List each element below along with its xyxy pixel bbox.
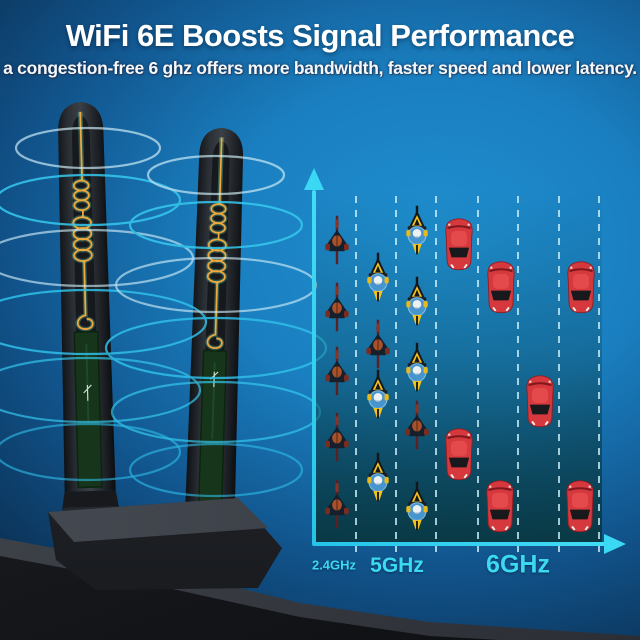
scooter-icon: [364, 368, 392, 425]
band-label-5ghz: 5GHz: [370, 554, 424, 577]
bike-icon: [323, 478, 351, 535]
lane-divider: [435, 196, 437, 552]
scooter-icon: [403, 480, 431, 537]
car-icon: [485, 479, 515, 540]
car-icon: [565, 479, 595, 540]
page-subtitle: a congestion-free 6 ghz offers more band…: [3, 58, 637, 78]
bike-icon: [323, 411, 351, 468]
axis-arrow-right-icon: [604, 534, 626, 554]
scooter-icon: [403, 204, 431, 261]
horizontal-axis: [312, 542, 606, 546]
scooter-icon: [364, 251, 392, 308]
lane-divider: [598, 196, 600, 552]
bike-icon: [364, 318, 392, 375]
lane-divider: [517, 196, 519, 552]
bike-icon: [323, 214, 351, 271]
scooter-icon: [403, 341, 431, 398]
scooter-icon: [364, 451, 392, 508]
bike-icon: [323, 345, 351, 402]
car-icon: [525, 374, 555, 435]
axis-arrow-up-icon: [304, 168, 324, 190]
car-icon: [444, 427, 474, 488]
band-label-2.4ghz: 2.4GHz: [311, 557, 357, 573]
bike-icon: [403, 399, 431, 456]
bike-icon: [323, 281, 351, 338]
vertical-axis: [312, 190, 316, 545]
band-label-6ghz: 6GHz: [486, 550, 550, 579]
car-icon: [566, 260, 596, 321]
lane-divider: [355, 196, 357, 552]
lane-divider: [558, 196, 560, 552]
car-icon: [444, 217, 474, 278]
car-icon: [486, 260, 516, 321]
lane-divider: [395, 196, 397, 552]
lane-divider: [477, 196, 479, 552]
signal-waves-icon: [0, 126, 328, 498]
scooter-icon: [403, 275, 431, 332]
page-title: WiFi 6E Boosts Signal Performance: [65, 18, 575, 53]
